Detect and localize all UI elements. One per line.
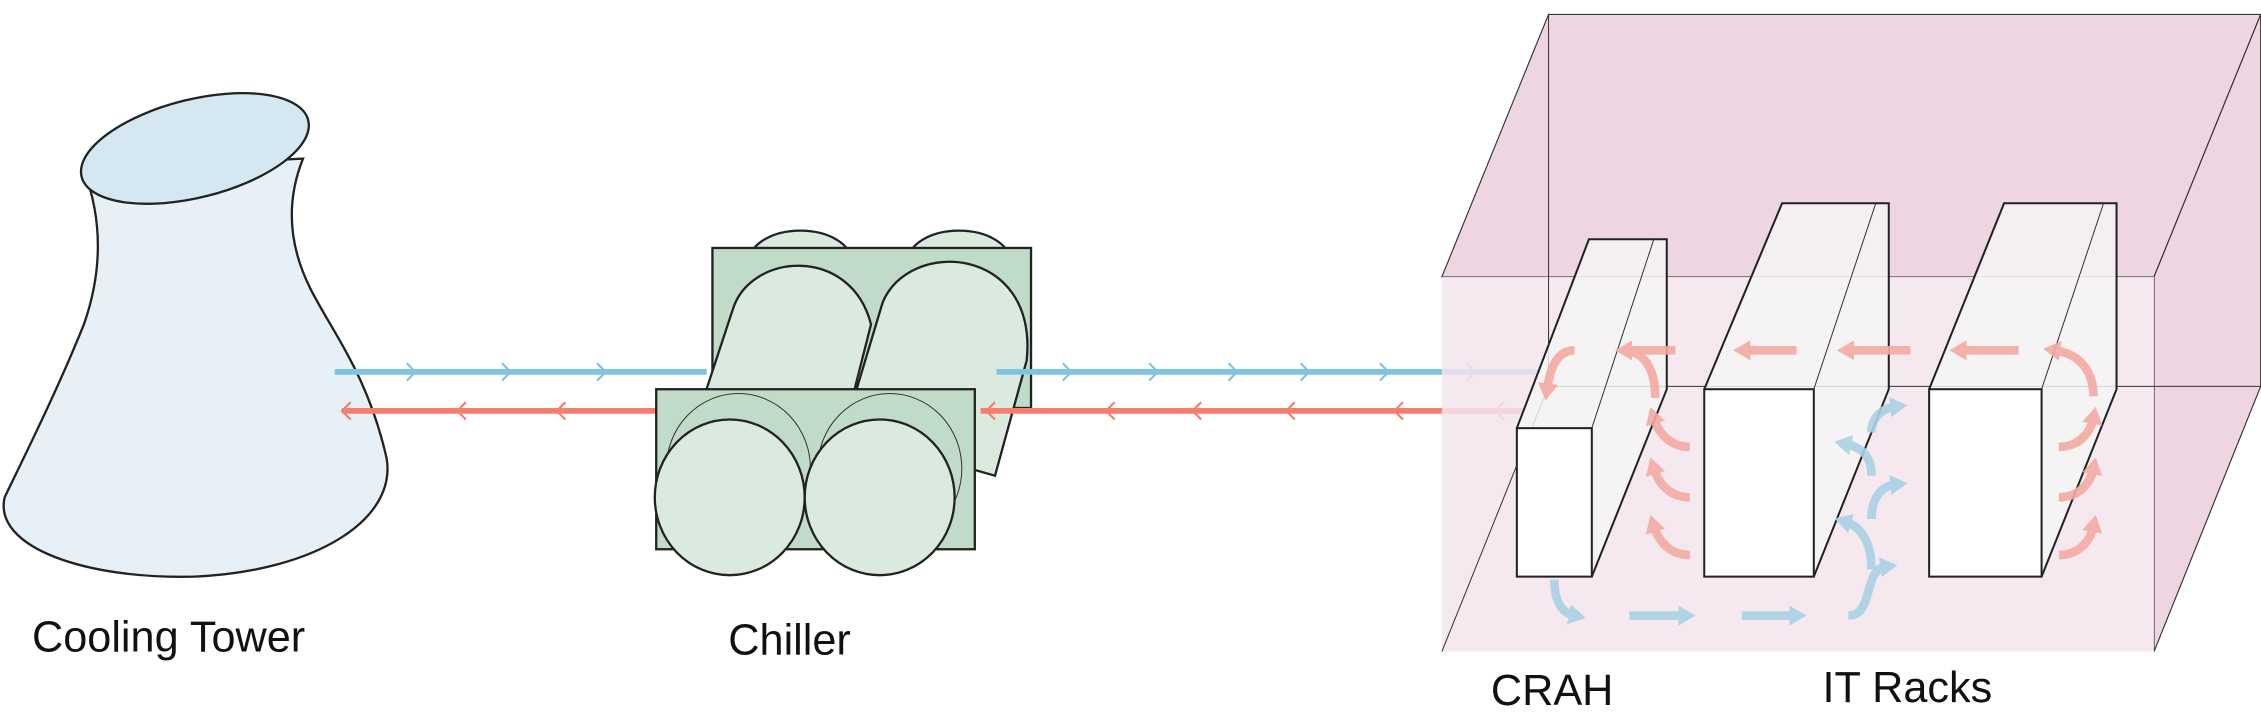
hot-water-pipe-right [980, 401, 1523, 421]
chiller [653, 229, 1033, 577]
crah-label: CRAH [1491, 667, 1614, 715]
it-racks-label: IT Racks [1822, 664, 1992, 712]
flow-chevron-icon [984, 401, 1505, 421]
cooling-tower [2, 92, 389, 578]
chiller-label: Chiller [728, 616, 851, 664]
hot-air-flow [1537, 340, 2103, 560]
flow-chevron-icon [340, 401, 567, 421]
cold-air-flow [1550, 397, 1908, 626]
cooling-tower-label: Cooling Tower [32, 614, 305, 662]
it-rack [1928, 202, 2118, 578]
it-rack [1703, 202, 1890, 578]
cold-water-pipe-left [334, 362, 707, 382]
hot-water-pipe-left [340, 401, 664, 421]
crah-unit [1515, 238, 1668, 578]
flow-chevron-icon [406, 362, 608, 382]
flow-chevron-icon [1061, 362, 1477, 382]
